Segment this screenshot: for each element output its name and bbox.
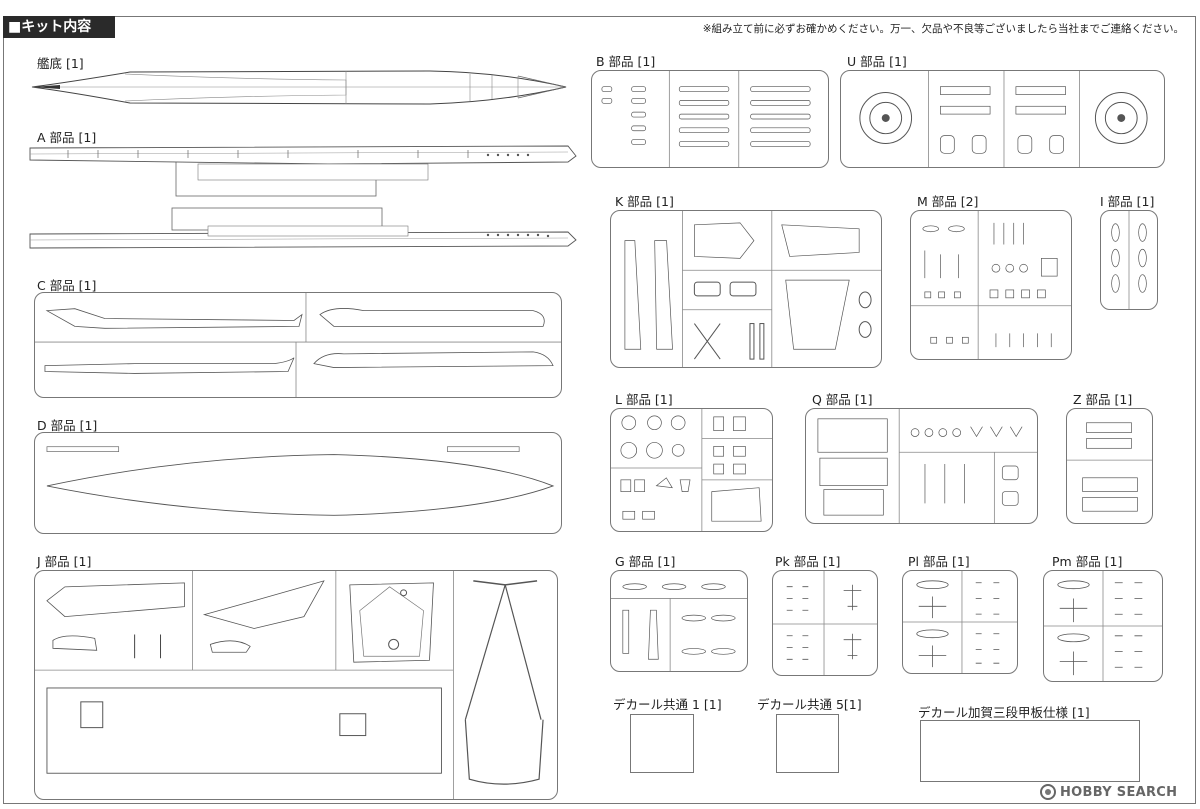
label-hull: 艦底 [1] (37, 56, 84, 71)
label-part-j: J 部品 [1] (37, 554, 92, 569)
label-part-d: D 部品 [1] (37, 418, 98, 433)
runner-part-pl (902, 570, 1018, 674)
label-part-u: U 部品 [1] (847, 54, 907, 69)
label-part-q: Q 部品 [1] (812, 392, 873, 407)
label-part-m: M 部品 [2] (917, 194, 979, 209)
label-part-a: A 部品 [1] (37, 130, 97, 145)
runner-part-q (805, 408, 1038, 524)
runner-part-g (610, 570, 748, 672)
runner-part-i (1100, 210, 1158, 310)
decal-sheet-1 (630, 714, 694, 773)
label-part-c: C 部品 [1] (37, 278, 97, 293)
runner-part-pk (772, 570, 878, 676)
hobby-search-logo: HOBBY SEARCH (1040, 782, 1177, 802)
runner-part-c (34, 292, 562, 398)
label-part-pl: Pl 部品 [1] (908, 554, 970, 569)
runner-part-m (910, 210, 1072, 360)
decal-sheet-5 (776, 714, 839, 773)
label-part-i: I 部品 [1] (1100, 194, 1155, 209)
label-part-pk: Pk 部品 [1] (775, 554, 841, 569)
runner-part-l (610, 408, 773, 532)
notice-text: ※組み立て前に必ずお確かめください。万一、欠品や不良等ございましたら当社までご連… (702, 23, 1184, 35)
runner-part-k (610, 210, 882, 368)
logo-text: HOBBY SEARCH (1060, 784, 1178, 800)
label-part-pm: Pm 部品 [1] (1052, 554, 1123, 569)
label-part-l: L 部品 [1] (615, 392, 673, 407)
runner-part-b (591, 70, 829, 168)
part-a-drawing (29, 145, 577, 249)
label-decal-1: デカール共通 1 [1] (613, 697, 722, 712)
runner-part-z (1066, 408, 1153, 524)
label-part-k: K 部品 [1] (615, 194, 674, 209)
label-decal-kaga: デカール加賀三段甲板仕様 [1] (918, 705, 1090, 720)
decal-sheet-kaga (920, 720, 1140, 782)
runner-part-j (34, 570, 558, 800)
section-header: ■キット内容 (3, 16, 115, 38)
logo-mark-icon (1040, 784, 1056, 800)
label-decal-5: デカール共通 5[1] (757, 697, 862, 712)
label-part-g: G 部品 [1] (615, 554, 676, 569)
runner-part-pm (1043, 570, 1163, 682)
sheet-frame (3, 16, 1196, 804)
label-part-z: Z 部品 [1] (1073, 392, 1133, 407)
runner-part-u (840, 70, 1165, 168)
hull-bottom-drawing (31, 70, 567, 105)
label-part-b: B 部品 [1] (596, 54, 656, 69)
runner-part-d (34, 432, 562, 534)
